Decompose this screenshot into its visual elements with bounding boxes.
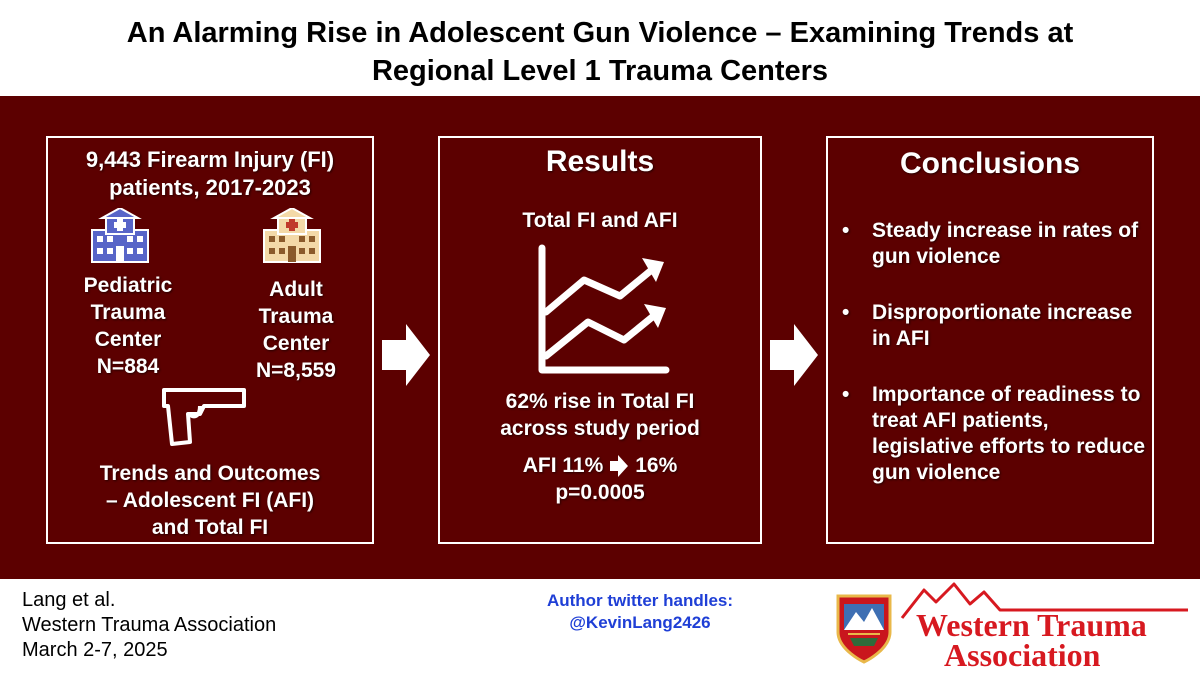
total-fi-rise-line-2: across study period: [500, 417, 700, 440]
list-item: Importance of readiness to treat AFI pat…: [838, 382, 1150, 486]
mountain-logo-icon: [900, 582, 1188, 619]
conclusions-list: Steady increase in rates of gun violence…: [838, 218, 1150, 516]
association-seal-icon: [836, 594, 892, 664]
total-fi-rise-line-1: 62% rise in Total FI: [505, 390, 695, 413]
title-line-1: An Alarming Rise in Adolescent Gun Viole…: [126, 17, 1074, 49]
adult-count: N=8,559: [256, 359, 336, 382]
logo-line-2: Association: [944, 637, 1101, 673]
arrow-right-icon: [610, 454, 629, 477]
afi-change: AFI 11% 16% p=0.0005: [440, 452, 760, 506]
citation-authors: Lang et al.: [22, 589, 116, 611]
afi-after: 16%: [635, 454, 678, 477]
methods-footer: Trends and Outcomes – Adolescent FI (AFI…: [48, 460, 372, 541]
list-item: Steady increase in rates of gun violence: [838, 218, 1150, 270]
citation-association: Western Trauma Association: [22, 614, 277, 636]
methods-panel: 9,443 Firearm Injury (FI) patients, 2017…: [46, 136, 374, 544]
logo-line-1: Western Trauma: [916, 607, 1147, 643]
methods-heading-line-1: 9,443 Firearm Injury (FI): [85, 147, 335, 172]
p-value: p=0.0005: [555, 481, 645, 504]
pediatric-line-1: Pediatric: [83, 274, 173, 297]
methods-footer-line-2: – Adolescent FI (AFI): [105, 489, 315, 512]
total-fi-rise: 62% rise in Total FI across study period: [440, 388, 760, 442]
results-panel: Results Total FI and AFI 62% rise in Tot…: [438, 136, 762, 544]
twitter-label: Author twitter handles:: [546, 591, 734, 610]
hospital-icon: [263, 208, 321, 263]
methods-footer-line-1: Trends and Outcomes: [99, 462, 321, 485]
adult-line-2: Trauma: [258, 305, 334, 328]
line-chart-icon: [538, 244, 670, 374]
twitter-handles: Author twitter handles: @KevinLang2426: [500, 590, 780, 634]
adult-line-3: Center: [262, 332, 330, 355]
pediatric-line-2: Trauma: [90, 301, 166, 324]
results-heading: Results: [545, 145, 655, 178]
pediatric-center-label: Pediatric Trauma Center N=884: [54, 272, 202, 380]
results-subheading: Total FI and AFI: [522, 209, 678, 232]
title-line-2: Regional Level 1 Trauma Centers: [371, 55, 829, 87]
methods-footer-line-3: and Total FI: [151, 516, 269, 539]
arrow-right-icon: [770, 324, 818, 386]
hospital-icon: [91, 208, 149, 263]
citation: Lang et al. Western Trauma Association M…: [22, 588, 276, 663]
methods-heading-line-2: patients, 2017-2023: [109, 175, 311, 200]
adult-center-label: Adult Trauma Center N=8,559: [224, 276, 368, 384]
pediatric-line-3: Center: [94, 328, 162, 351]
poster-title: An Alarming Rise in Adolescent Gun Viole…: [0, 14, 1200, 90]
twitter-handle-link[interactable]: @KevinLang2426: [569, 613, 711, 632]
conclusions-heading: Conclusions: [899, 147, 1080, 180]
handgun-icon: [162, 388, 246, 446]
afi-before: AFI 11%: [522, 454, 604, 477]
citation-dates: March 2-7, 2025: [22, 639, 168, 661]
conclusions-panel: Conclusions Steady increase in rates of …: [826, 136, 1154, 544]
arrow-right-icon: [382, 324, 430, 386]
list-item: Disproportionate increase in AFI: [838, 300, 1150, 352]
adult-line-1: Adult: [269, 278, 323, 301]
association-logo-text: Western Trauma Association: [916, 607, 1147, 673]
pediatric-count: N=884: [96, 355, 160, 378]
methods-heading: 9,443 Firearm Injury (FI) patients, 2017…: [48, 146, 372, 202]
